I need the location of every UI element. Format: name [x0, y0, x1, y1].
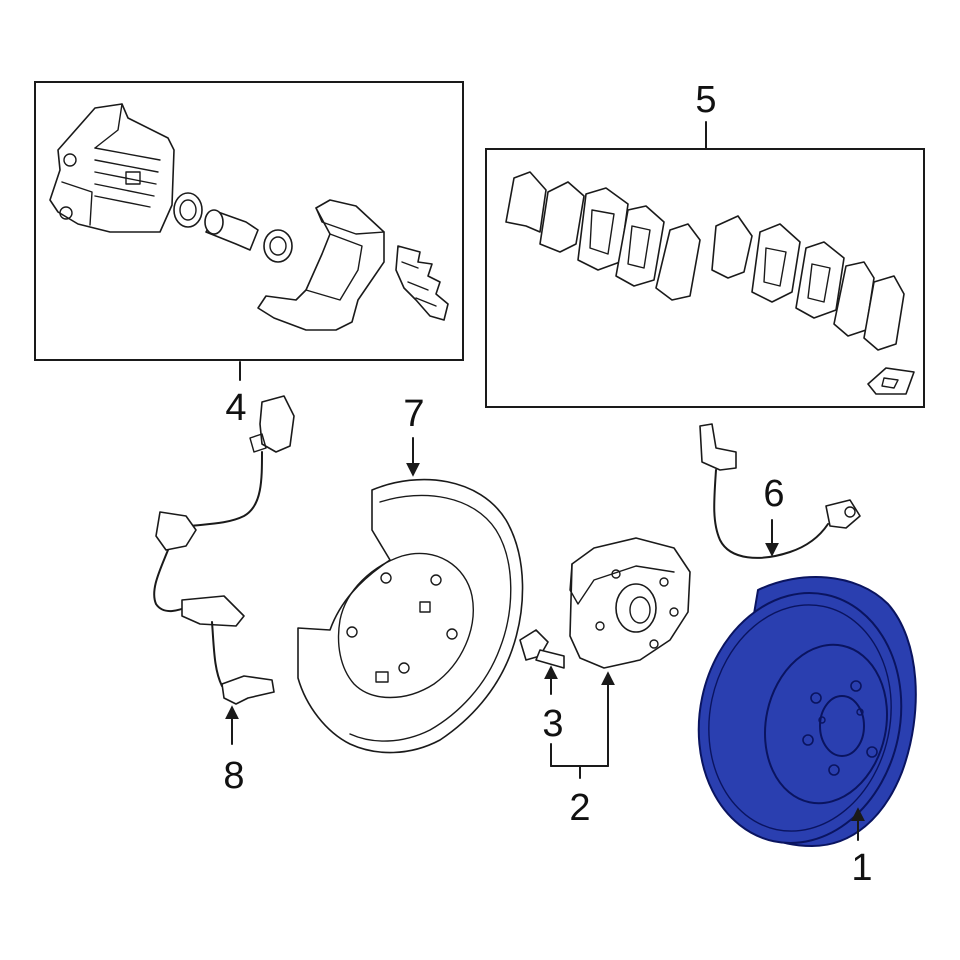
callout-4: 4: [225, 387, 246, 429]
piston-seal-part[interactable]: [173, 192, 203, 228]
leader-lines: [225, 121, 865, 841]
rotor-center-bore: [819, 695, 865, 757]
callout-6: 6: [763, 473, 784, 515]
pad-shim-part[interactable]: [867, 367, 915, 395]
abs-sensor-harness-part[interactable]: [153, 395, 295, 705]
callout-2: 2: [569, 787, 590, 829]
hub-bolt-part[interactable]: [519, 629, 565, 669]
brake-pad-part[interactable]: [505, 171, 905, 351]
caliper-bracket-part[interactable]: [257, 199, 385, 331]
caliper-body-part[interactable]: [49, 103, 175, 233]
callout-3: 3: [542, 703, 563, 745]
pad-clip-part[interactable]: [395, 245, 449, 321]
caliper-piston-part[interactable]: [204, 209, 259, 251]
piston-boot-part[interactable]: [263, 229, 293, 263]
dust-shield-part[interactable]: [297, 478, 524, 754]
callout-numbers: 1 2 3 4 5 6 7 8: [223, 79, 872, 889]
wheel-speed-sensor-part[interactable]: [699, 423, 861, 559]
brake-pad-set-group[interactable]: [485, 148, 925, 408]
callout-5: 5: [695, 79, 716, 121]
callout-7: 7: [403, 393, 424, 435]
callout-1: 1: [851, 847, 872, 889]
wheel-hub-part[interactable]: [569, 537, 691, 669]
callout-8: 8: [223, 755, 244, 797]
brake-rotor-part[interactable]: [676, 574, 924, 862]
caliper-assembly-group[interactable]: [34, 81, 464, 361]
